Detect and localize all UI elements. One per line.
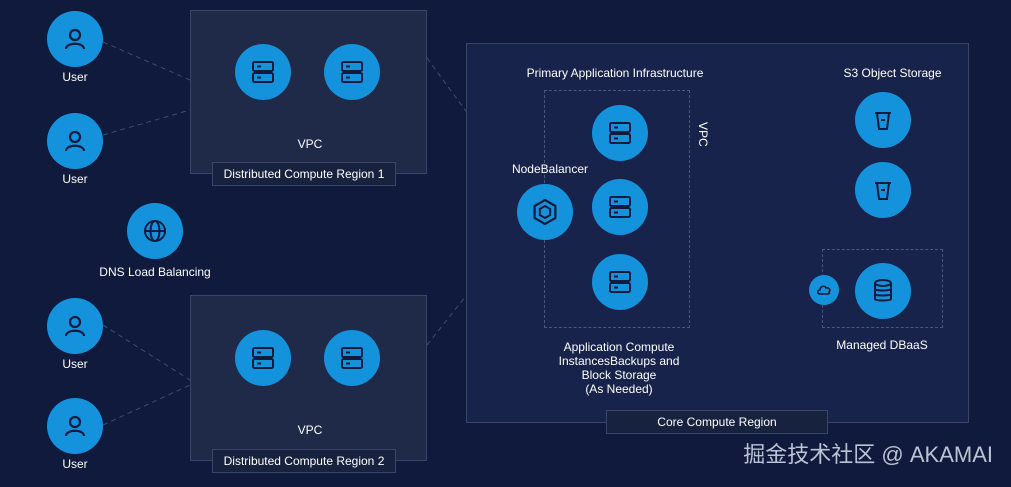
compute-label-line: Block Storage — [581, 368, 657, 382]
compute-label-line: Application Compute — [563, 340, 675, 354]
user-label: User — [62, 457, 88, 471]
distributed-compute-region-1 — [190, 10, 427, 174]
server-icon — [592, 254, 648, 310]
vpc-vertical-label: VPC — [696, 122, 710, 147]
server-icon — [324, 330, 380, 386]
user-label: User — [62, 70, 88, 84]
dns-load-balancing-label: DNS Load Balancing — [99, 265, 211, 279]
managed-dbaas-label: Managed DBaaS — [836, 338, 928, 352]
user-label: User — [62, 172, 88, 186]
nodebalancer-label: NodeBalancer — [511, 162, 589, 176]
nodebalancer-icon — [517, 184, 573, 240]
core-region-name: Core Compute Region — [606, 410, 828, 434]
vpc-label: VPC — [297, 137, 323, 151]
user-label: User — [62, 357, 88, 371]
server-icon — [324, 44, 380, 100]
compute-label-line: (As Needed) — [585, 382, 653, 396]
bucket-icon — [855, 92, 911, 148]
globe-icon — [127, 203, 183, 259]
user-icon — [47, 398, 103, 454]
cloud-icon — [809, 275, 839, 305]
watermark: 掘金技术社区 @ AKAMAI — [743, 442, 993, 467]
bucket-icon — [855, 162, 911, 218]
region-1-name: Distributed Compute Region 1 — [212, 162, 396, 186]
user-icon — [47, 113, 103, 169]
user-icon — [47, 11, 103, 67]
application-compute-label: Application Compute InstancesBackups and… — [540, 340, 698, 396]
primary-infrastructure-title: Primary Application Infrastructure — [526, 66, 704, 80]
database-icon — [855, 263, 911, 319]
distributed-compute-region-2 — [190, 295, 427, 461]
server-icon — [592, 105, 648, 161]
compute-label-line: InstancesBackups and — [558, 354, 680, 368]
server-icon — [235, 44, 291, 100]
server-icon — [592, 179, 648, 235]
vpc-label: VPC — [297, 423, 323, 437]
user-icon — [47, 298, 103, 354]
s3-object-storage-label: S3 Object Storage — [843, 66, 942, 80]
server-icon — [235, 330, 291, 386]
region-2-name: Distributed Compute Region 2 — [212, 449, 396, 473]
